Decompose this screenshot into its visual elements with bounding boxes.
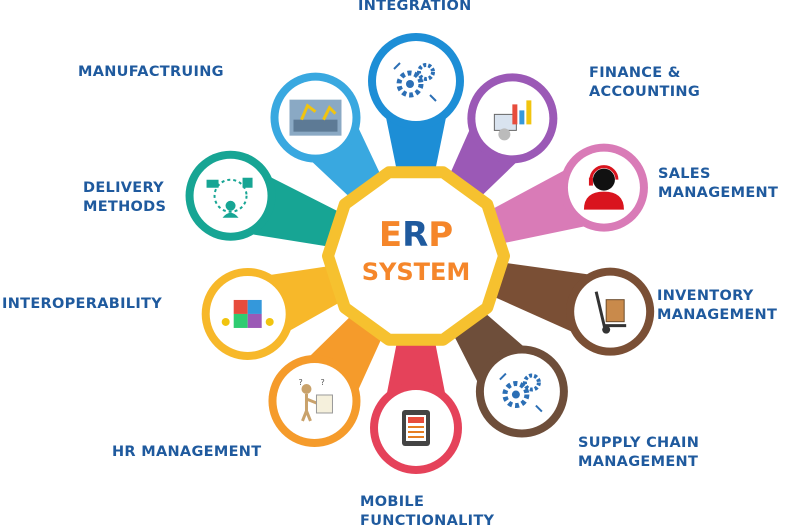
erp-letter-e: E (379, 215, 402, 255)
system-label: SYSTEM (362, 258, 471, 286)
label-hr: HR MANAGEMENT (112, 444, 262, 460)
hub-decagon (322, 166, 510, 346)
tablet-icon (402, 410, 430, 446)
delivery-network-icon (206, 177, 253, 218)
label-interoperability: INTEROPERABILITY (2, 296, 163, 312)
factory-robot-icon (289, 99, 342, 136)
erp-hub: ERP SYSTEM (322, 166, 510, 346)
petal-manufacturing (270, 72, 393, 216)
gears-icon (393, 62, 437, 102)
label-integration: INTEGRATION (358, 0, 472, 14)
erp-letter-r: R (402, 215, 428, 255)
finance-chart-icon (493, 100, 532, 141)
svg-text:?: ? (298, 378, 302, 387)
petal-delivery (185, 150, 364, 251)
petal-inventory (469, 259, 655, 356)
gears-icon (499, 372, 543, 413)
icon-disc (376, 41, 456, 121)
petal-sales (467, 143, 648, 249)
erp-letter-p: P (428, 215, 453, 255)
svg-text:?: ? (320, 378, 324, 387)
icon-disc (483, 353, 560, 430)
label-finance: FINANCE &ACCOUNTING (589, 65, 701, 100)
headset-agent-icon (583, 165, 624, 210)
thinking-figure-icon: ?? (298, 378, 333, 422)
erp-title: ERP (379, 215, 453, 255)
puzzle-people-icon (221, 299, 274, 328)
hand-truck-icon (594, 291, 627, 334)
module-petals: ?? (185, 33, 655, 474)
label-manufacturing: MANUFACTRUING (78, 64, 224, 80)
icon-disc (193, 158, 268, 233)
